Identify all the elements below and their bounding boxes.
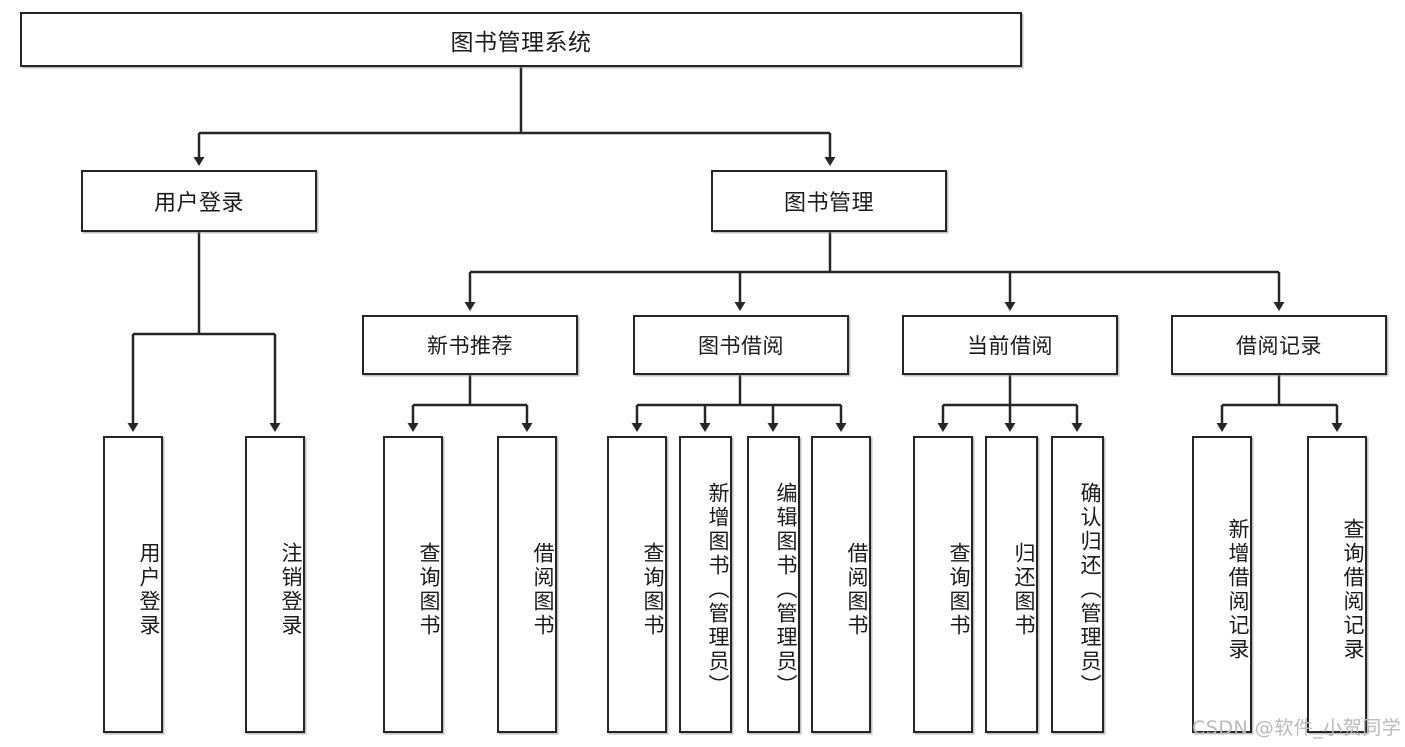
node-root-system[interactable]: 图书管理系统 (20, 12, 1022, 67)
leaf-add-borrow-record[interactable]: 新增借阅记录 (1192, 436, 1252, 733)
leaf-borrow-book[interactable]: 借阅图书 (811, 436, 871, 733)
leaf-query-borrow-record[interactable]: 查询借阅记录 (1307, 436, 1367, 733)
node-label: 当前借阅 (967, 334, 1053, 358)
node-label: 查询图书 (947, 541, 971, 638)
node-label: 图书管理 (783, 191, 874, 216)
watermark: CSDN @软件_小贺同学 (1192, 717, 1402, 739)
node-label: 新增图书（管理员） (706, 481, 730, 698)
node-current-borrow[interactable]: 当前借阅 (902, 315, 1118, 375)
leaf-query-book[interactable]: 查询图书 (607, 436, 667, 733)
node-label: 图书借阅 (698, 334, 784, 358)
node-label: 查询图书 (417, 541, 441, 638)
node-book-management[interactable]: 图书管理 (711, 170, 947, 232)
leaf-borrow-book-new[interactable]: 借阅图书 (497, 436, 557, 733)
node-label: 查询图书 (641, 541, 665, 638)
node-label: 借阅图书 (531, 541, 555, 638)
node-borrow-record[interactable]: 借阅记录 (1171, 315, 1387, 375)
node-label: 新书推荐 (427, 334, 513, 358)
leaf-return-book[interactable]: 归还图书 (985, 436, 1038, 733)
leaf-user-logout[interactable]: 注销登录 (245, 436, 305, 733)
node-new-book-recommend[interactable]: 新书推荐 (362, 315, 578, 375)
node-label: 归还图书 (1012, 541, 1036, 638)
leaf-edit-book-admin[interactable]: 编辑图书（管理员） (747, 436, 800, 733)
node-label: 图书管理系统 (450, 29, 592, 56)
node-label: 注销登录 (279, 541, 303, 638)
node-label: 用户登录 (137, 541, 161, 638)
leaf-query-book-new[interactable]: 查询图书 (383, 436, 443, 733)
leaf-confirm-return-admin[interactable]: 确认归还（管理员） (1051, 436, 1104, 733)
node-label: 借阅图书 (845, 541, 869, 638)
node-label: 用户登录 (153, 191, 244, 216)
node-label: 确认归还（管理员） (1078, 481, 1102, 698)
leaf-add-book-admin[interactable]: 新增图书（管理员） (679, 436, 732, 733)
node-label: 新增借阅记录 (1226, 517, 1250, 662)
node-book-borrow[interactable]: 图书借阅 (633, 315, 849, 375)
leaf-query-book-current[interactable]: 查询图书 (913, 436, 973, 733)
node-label: 编辑图书（管理员） (774, 481, 798, 698)
leaf-user-login[interactable]: 用户登录 (103, 436, 163, 733)
node-label: 借阅记录 (1236, 334, 1322, 358)
node-label: 查询借阅记录 (1341, 517, 1365, 662)
node-user-login[interactable]: 用户登录 (81, 170, 317, 232)
